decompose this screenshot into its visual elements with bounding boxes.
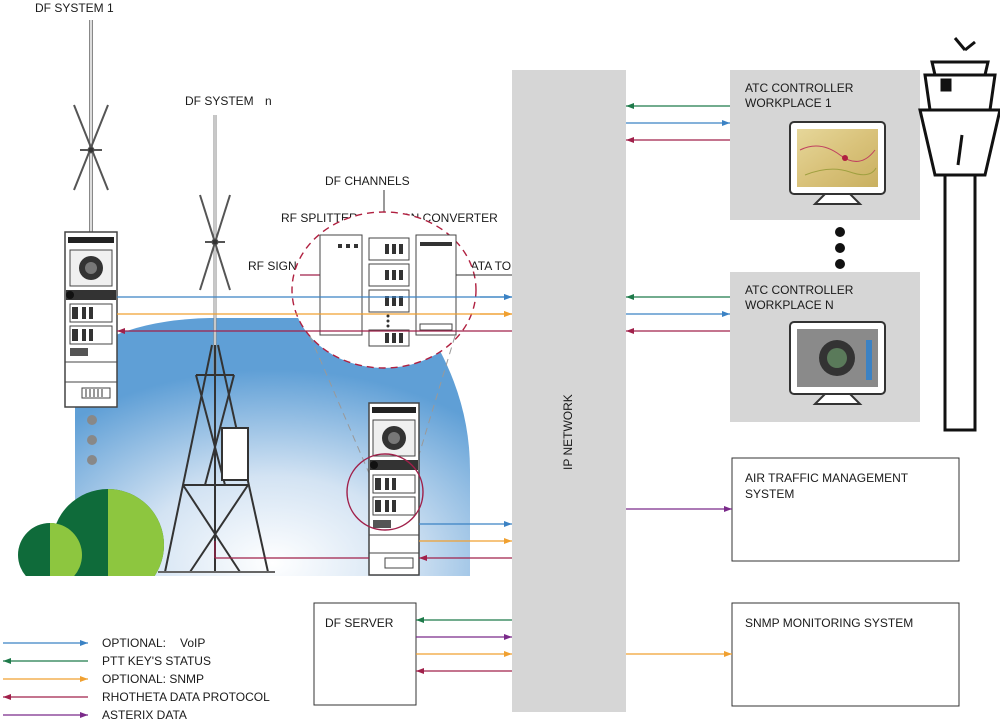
center-snmp-line xyxy=(419,538,512,544)
control-tower-icon xyxy=(918,37,1000,432)
snmp-monitoring-system: SNMP MONITORING SYSTEM xyxy=(731,602,960,707)
legend-suffix-0: VoIP xyxy=(180,636,205,650)
rf-splitter-icon xyxy=(319,234,363,336)
workplace-dots xyxy=(835,227,845,269)
legend-arrow-0 xyxy=(3,640,88,646)
atcn-label-line1: ATC CONTROLLER xyxy=(745,283,854,297)
atcn-voip-line xyxy=(626,311,730,317)
legend-arrow-4 xyxy=(3,712,88,718)
center-voip-line xyxy=(419,521,512,527)
atm-label-line1: AIR TRAFFIC MANAGEMENT xyxy=(745,471,909,485)
tree-dark-half xyxy=(108,489,164,576)
tree-small-half xyxy=(50,523,82,576)
tree-icons xyxy=(18,489,164,576)
df-channels-detail: DF CHANNELS RF SPLITTER LAN CONVERTER RF… xyxy=(248,174,538,481)
legend-label-1: PTT KEY'S STATUS xyxy=(102,654,211,668)
legend-label-0: OPTIONAL: xyxy=(102,636,166,650)
center-rhotheta-line xyxy=(419,555,512,561)
atc-workplace-1: ATC CONTROLLER WORKPLACE 1 xyxy=(730,70,920,220)
snmp-box xyxy=(731,602,960,707)
atc1-rhotheta-line xyxy=(626,137,730,143)
zoom-snmp-arrow xyxy=(480,311,512,317)
connection-lines xyxy=(117,103,732,674)
legend-label-2: OPTIONAL: SNMP xyxy=(102,672,204,686)
more-systems-dots xyxy=(87,415,97,465)
antenna-n-icon xyxy=(199,115,231,375)
zoom-guide-left xyxy=(309,335,373,481)
atcn-ptt-line xyxy=(626,294,730,300)
df-channel-modules-icon xyxy=(368,237,410,347)
atcn-rhotheta-line xyxy=(626,328,730,334)
df-system-1: DF SYSTEM 1 xyxy=(35,1,118,465)
atm-box xyxy=(731,457,960,562)
legend-label-3: RHOTHETA DATA PROTOCOL xyxy=(102,690,270,704)
snmp-label: SNMP MONITORING SYSTEM xyxy=(745,616,913,630)
legend-arrow-1 xyxy=(3,658,88,664)
df-cabinet-1-icon xyxy=(64,231,118,408)
snmp-line xyxy=(626,651,732,657)
atc1-label-line1: ATC CONTROLLER xyxy=(745,81,854,95)
atm-asterix-line xyxy=(626,506,732,512)
df1-rhotheta-line xyxy=(117,328,512,334)
df-server: DF SERVER xyxy=(313,602,417,706)
ip-network-label: IP NETWORK xyxy=(561,394,575,470)
server-rhotheta-line xyxy=(416,668,512,674)
atc1-ptt-line xyxy=(626,103,730,109)
legend: OPTIONAL: VoIP PTT KEY'S STATUS OPTIONAL: S… xyxy=(3,636,270,722)
lan-converter-icon xyxy=(415,234,457,336)
legend-label-4: ASTERIX DATA xyxy=(102,708,187,722)
server-ptt-line xyxy=(416,617,512,623)
atcn-label-line2: WORKPLACE N xyxy=(745,298,834,312)
zoom-voip-arrow xyxy=(480,294,512,300)
air-traffic-management-system: AIR TRAFFIC MANAGEMENT SYSTEM xyxy=(731,457,960,562)
atm-label-line2: SYSTEM xyxy=(745,487,794,501)
server-asterix-line xyxy=(416,634,512,640)
legend-arrow-2 xyxy=(3,676,88,682)
df-system-n-label: DF SYSTEM xyxy=(185,94,254,108)
df-cabinet-center-icon xyxy=(346,402,424,576)
monitor-n-icon xyxy=(789,321,886,405)
df-server-label: DF SERVER xyxy=(325,616,394,630)
server-snmp-line xyxy=(416,651,512,657)
atc1-label-line2: WORKPLACE 1 xyxy=(745,96,832,110)
atc1-voip-line xyxy=(626,120,730,126)
df-system-n-suffix: n xyxy=(265,94,272,108)
ip-network: IP NETWORK xyxy=(512,70,626,712)
df-channels-label: DF CHANNELS xyxy=(325,174,410,188)
legend-arrow-3 xyxy=(3,694,88,700)
atc-workplace-n: ATC CONTROLLER WORKPLACE N xyxy=(730,272,920,422)
df-system-n: DF SYSTEM n xyxy=(158,94,275,573)
ip-network-bar xyxy=(512,70,626,712)
monitor-1-icon xyxy=(789,121,886,205)
df-system-1-label: DF SYSTEM 1 xyxy=(35,1,114,15)
antenna-1-icon xyxy=(73,20,109,232)
highlight-circle xyxy=(346,453,424,531)
tower-icon xyxy=(158,344,275,573)
